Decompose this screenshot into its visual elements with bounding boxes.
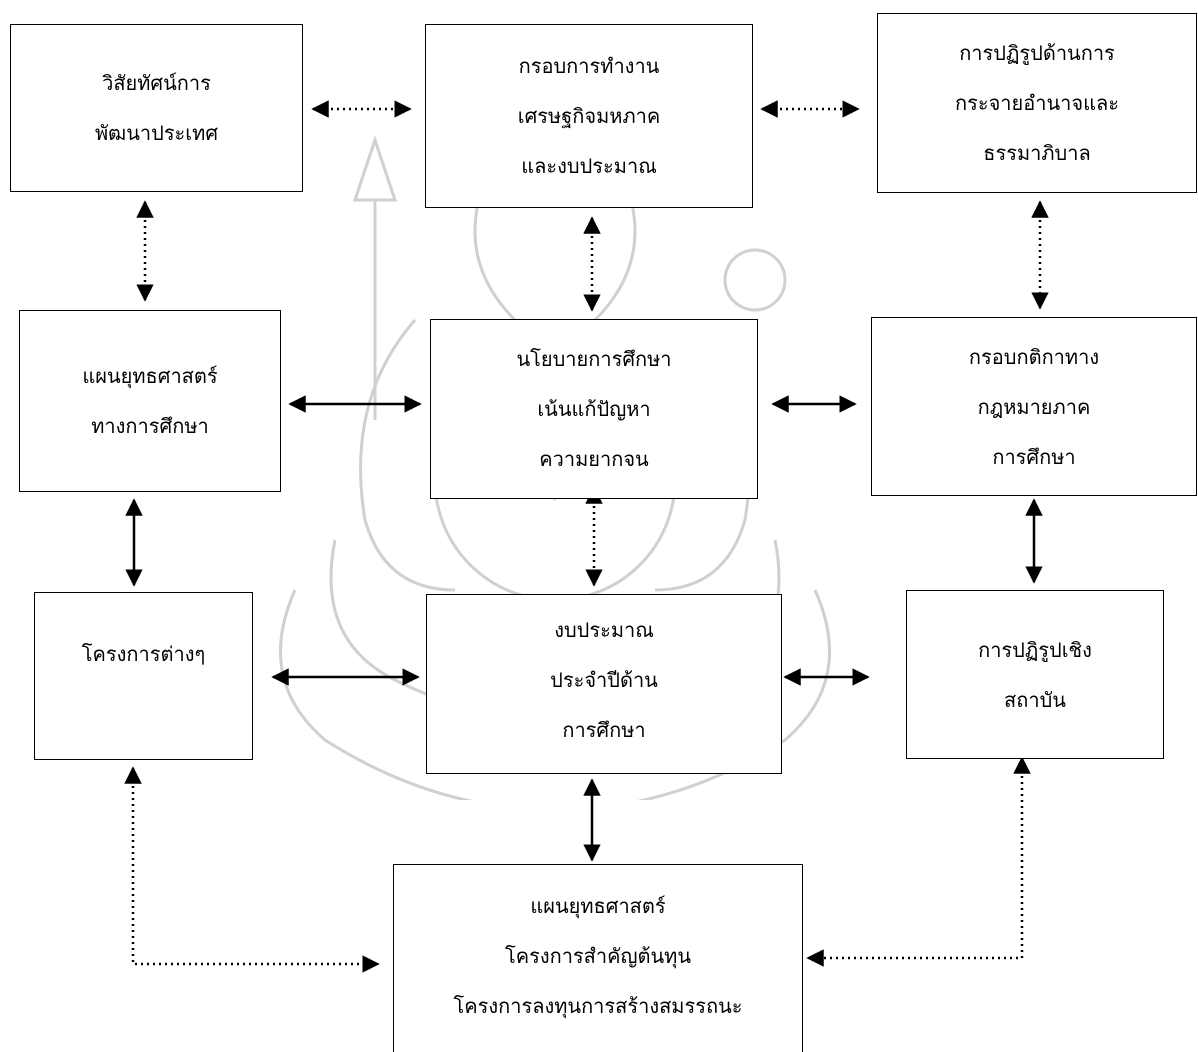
node-text-line: กรอบกติกาทาง [968,344,1100,369]
node-text-line: วิสัยทัศน์การ [102,71,211,95]
node-development-vision: วิสัยทัศน์การ พัฒนาประเทศ [10,24,303,192]
node-text-line: นโยบายการศึกษา [516,347,672,371]
node-text-line: สถาบัน [1004,687,1066,712]
arrow-institution-plan [806,756,1031,967]
node-text-line: แผนยุทธศาสตร์ [530,894,666,918]
node-strategic-investment-plan: แผนยุทธศาสตร์ โครงการสำคัญต้นทุน โครงการ… [393,864,803,1052]
node-macro-framework: กรอบการทำงาน เศรษฐกิจมหภาค และงบประมาณ [425,24,753,208]
node-annual-budget: งบประมาณ ประจำปีด้าน การศึกษา [426,594,782,774]
node-text-line: การปฏิรูปเชิง [978,637,1092,662]
node-text-line: กฎหมายภาค [977,394,1091,419]
node-legal-framework: กรอบกติกาทาง กฎหมายภาค การศึกษา [871,317,1197,496]
node-text-line: แผนยุทธศาสตร์ [82,364,218,388]
node-text-line: เน้นแก้ปัญหา [537,397,651,421]
node-education-policy: นโยบายการศึกษา เน้นแก้ปัญหา ความยากจน [430,319,758,499]
arrow-projects-plan [124,766,380,973]
node-text-line: งบประมาณ [554,618,654,642]
node-text-line: เศรษฐกิจมหภาค [517,104,661,128]
node-text-line: ทางการศึกษา [91,414,209,438]
node-text-line: พัฒนาประเทศ [94,121,219,145]
node-text-line: การศึกษา [992,444,1076,469]
node-text-line: กระจายอำนาจและ [954,91,1119,115]
node-decentralization-reform: การปฏิรูปด้านการ กระจายอำนาจและ ธรรมาภิบ… [877,13,1197,193]
node-projects: โครงการต่างๆ [34,592,253,760]
node-text-line: โครงการลงทุนการสร้างสมรรถนะ [453,994,743,1018]
node-text-line: การศึกษา [562,718,646,742]
node-text-line: และงบประมาณ [521,154,657,178]
node-institutional-reform: การปฏิรูปเชิง สถาบัน [906,590,1164,759]
node-text-line: โครงการต่างๆ [81,642,206,666]
node-text-line: ธรรมาภิบาล [983,141,1091,165]
node-text-line: การปฏิรูปด้านการ [959,41,1115,65]
node-education-strategy: แผนยุทธศาสตร์ ทางการศึกษา [19,310,281,492]
node-text-line: ประจำปีด้าน [550,668,658,692]
node-text-line: กรอบการทำงาน [518,54,660,78]
node-text-line: ความยากจน [539,447,649,471]
node-text-line: โครงการสำคัญต้นทุน [504,944,692,968]
